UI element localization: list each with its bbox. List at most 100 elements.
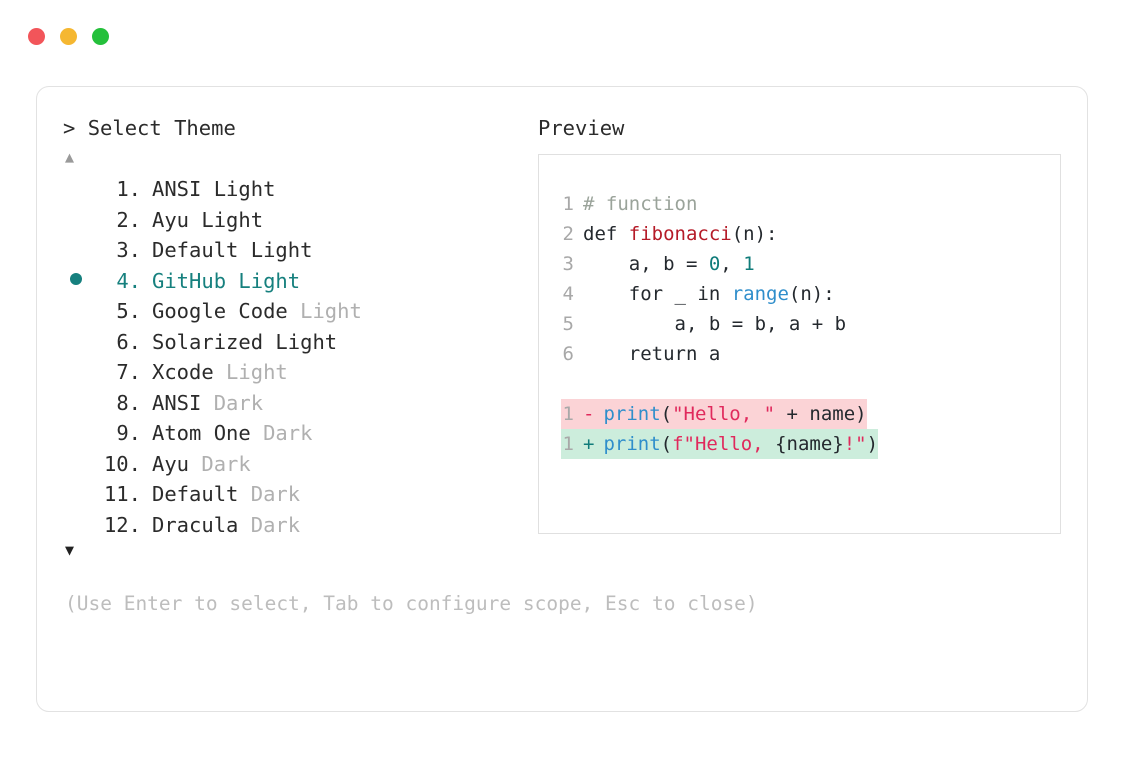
theme-item-name: ANSI: [152, 390, 202, 415]
theme-item-name: Dracula: [152, 512, 239, 537]
code-token: print: [603, 433, 661, 455]
selection-bullet-cell: [63, 266, 97, 297]
line-number-gap: [574, 309, 583, 339]
theme-list-item[interactable]: 6.Solarized Light: [63, 327, 538, 358]
code-token: ,: [720, 253, 744, 275]
code-token: {name}: [775, 433, 844, 455]
code-line: 5 a, b = b, a + b: [561, 309, 1060, 339]
code-token: range: [731, 283, 789, 305]
maximize-window-button[interactable]: [92, 28, 109, 45]
theme-item-variant: Dark: [201, 390, 264, 415]
close-window-button[interactable]: [28, 28, 45, 45]
theme-list-item[interactable]: 12. Dracula Dark: [63, 510, 538, 541]
line-number-gap: [574, 189, 583, 219]
code-token: return a: [583, 343, 721, 365]
line-number: 1: [562, 193, 574, 215]
code-token: 1: [743, 253, 755, 275]
selected-bullet-icon: [70, 272, 82, 285]
theme-item-variant: Dark: [238, 512, 301, 537]
theme-list-item[interactable]: 1. ANSI Light: [63, 174, 538, 205]
code-line: 3 a, b = 0, 1: [561, 249, 1060, 279]
picker-body: > Select Theme ▲ 1. ANSI Light 2. Ayu Light…: [63, 115, 1065, 617]
code-line: 1 # function: [561, 189, 1060, 219]
keyboard-hint: (Use Enter to select, Tab to configure s…: [65, 592, 758, 615]
theme-item-index: 2.: [116, 207, 141, 232]
code-token: f"Hello,: [672, 433, 776, 455]
code-token: print: [603, 403, 661, 425]
theme-item-name: ANSI Light: [152, 177, 276, 201]
diff-line-del: 1 - print("Hello, " + name): [561, 399, 867, 429]
diff-line-add: 1 + print(f"Hello, {name}!"): [561, 429, 879, 459]
theme-item-name: GitHub Light: [152, 268, 301, 293]
minimize-window-button[interactable]: [60, 28, 77, 45]
code-token: "Hello, ": [672, 403, 776, 425]
scroll-up-icon[interactable]: ▲: [65, 148, 75, 166]
theme-item-variant: Light: [287, 299, 362, 323]
theme-item-variant: Dark: [189, 451, 251, 476]
code-token: + name): [775, 403, 867, 425]
prompt-caret-icon: >: [63, 116, 76, 140]
theme-list-item[interactable]: 10. Ayu Dark: [63, 449, 538, 480]
diff-marker: +: [583, 433, 595, 455]
theme-item-index: 8.: [116, 390, 141, 415]
code-token: ): [866, 433, 879, 455]
theme-item-index: 3.: [116, 238, 141, 262]
code-token: (n):: [731, 223, 778, 245]
line-number-gap: [574, 219, 583, 249]
line-number: 4: [562, 283, 574, 305]
theme-list-item[interactable]: 3. Default Light: [63, 235, 538, 266]
theme-list-item[interactable]: 9.Atom One Dark: [63, 418, 538, 449]
theme-item-index: 4.: [116, 268, 141, 293]
theme-item-index: 1.: [116, 177, 141, 201]
code-line: 4 for _ in range(n):: [561, 279, 1060, 309]
line-number: 3: [562, 253, 574, 275]
theme-item-index: 11.: [103, 482, 141, 506]
line-number-gap: [574, 429, 583, 459]
theme-item-name: Ayu Light: [152, 207, 264, 232]
line-number: 2: [562, 223, 574, 245]
line-number: 6: [562, 343, 574, 365]
code-token: !": [843, 433, 867, 455]
theme-item-variant: Light: [213, 360, 288, 384]
code-token: for _ in: [583, 283, 732, 305]
preview-label: Preview: [538, 116, 625, 140]
line-number-gap: [574, 339, 583, 369]
code-token: fibonacci: [628, 223, 732, 245]
line-number-gap: [574, 249, 583, 279]
line-number: 1: [562, 433, 574, 455]
scroll-down-icon[interactable]: ▼: [65, 541, 75, 559]
theme-item-index: 5.: [116, 299, 141, 323]
theme-item-name: Atom One: [152, 421, 251, 445]
theme-list-item[interactable]: 8. ANSI Dark: [63, 388, 538, 419]
theme-item-index: 10.: [103, 451, 141, 476]
diff-marker: -: [583, 403, 595, 425]
code-token: a, b =: [583, 253, 709, 275]
code-token: (: [660, 433, 673, 455]
code-blank-line: [561, 369, 1060, 399]
theme-item-name: Solarized Light: [152, 329, 338, 354]
theme-picker-card: > Select Theme ▲ 1. ANSI Light 2. Ayu Light…: [36, 86, 1088, 712]
page-title: > Select Theme: [63, 115, 538, 149]
theme-item-name: Default: [152, 482, 239, 506]
window-titlebar: [28, 28, 109, 45]
theme-list-item[interactable]: 4. GitHub Light: [63, 266, 538, 297]
theme-list-item[interactable]: 2. Ayu Light: [63, 205, 538, 236]
code-token: (n):: [788, 283, 835, 305]
theme-item-name: Google Code: [152, 299, 288, 323]
line-number: 5: [562, 313, 574, 335]
theme-item-name: Default Light: [152, 238, 313, 262]
theme-list-item[interactable]: 11.Default Dark: [63, 479, 538, 510]
theme-item-name: Ayu: [152, 451, 190, 476]
code-line: 2 def fibonacci(n):: [561, 219, 1060, 249]
theme-list-item[interactable]: 5. Google Code Light: [63, 296, 538, 327]
theme-selector-column: > Select Theme ▲ 1. ANSI Light 2. Ayu Light…: [63, 115, 758, 617]
theme-item-index: 12.: [103, 512, 141, 537]
theme-item-name: Xcode: [152, 360, 214, 384]
code-token: # function: [583, 193, 698, 215]
diff-sample: 1 - print("Hello, " + name)1 + print(f"H…: [539, 399, 1060, 459]
theme-list-item[interactable]: 7.Xcode Light: [63, 357, 538, 388]
